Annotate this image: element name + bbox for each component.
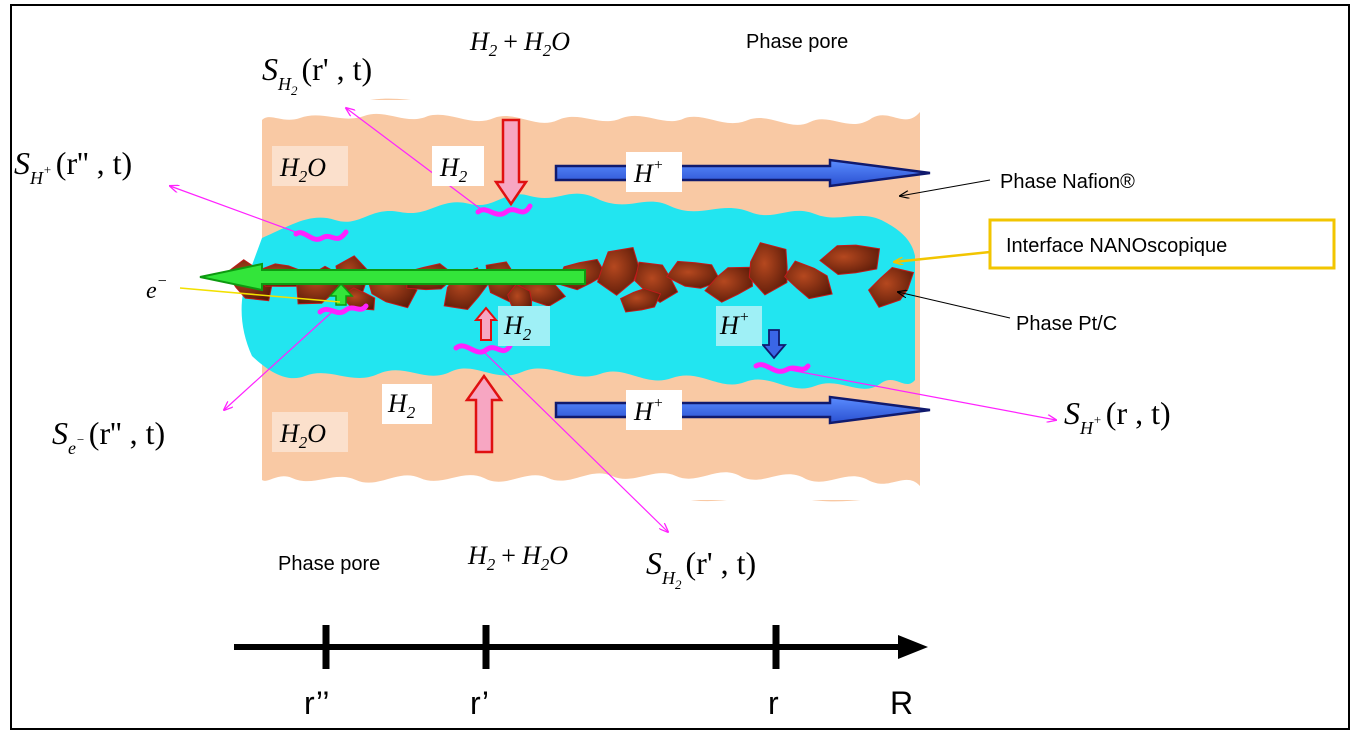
- electron-up-arrow: [328, 282, 354, 306]
- leader-sh2-bottom: [483, 351, 668, 532]
- label-h2o-top: H2O: [279, 153, 326, 186]
- site-h2-rprime: [475, 203, 533, 217]
- h2-arrow-bottom: [464, 373, 504, 454]
- ptc-particle: [665, 260, 722, 289]
- label-electron: e−: [146, 273, 167, 304]
- leader-shplus-r: [789, 369, 1056, 420]
- label-ptc: Phase Pt/C: [1016, 313, 1117, 335]
- ptc-particle: [819, 244, 881, 276]
- pointer-nafion: [900, 179, 991, 196]
- hplus-box-mid: [716, 306, 762, 346]
- h2o-box-bottom: [272, 412, 348, 452]
- site-hplus-rdouble: [293, 229, 349, 242]
- label-hplus-mid: H+: [719, 309, 750, 340]
- label-hplus-bottom: H+: [633, 395, 664, 426]
- leader-se: [224, 311, 333, 410]
- label-h2-mid: H2: [503, 311, 532, 344]
- site-e-rdouble: [317, 303, 369, 316]
- pointer-electron: [179, 287, 341, 303]
- label-h2-bottom: H2: [387, 389, 416, 422]
- leader-sh2-top: [346, 108, 483, 211]
- label-h2o-bottom: H2O: [279, 419, 326, 452]
- site-h2-rprime-bottom: [453, 343, 513, 355]
- label-interface: Interface NANOscopique: [1006, 235, 1227, 257]
- position-axis: r’’ r’ r R: [234, 625, 928, 721]
- axis-label-rdouble: r’’: [304, 685, 329, 721]
- reaction-sites: [293, 203, 811, 374]
- label-nafion: Phase Nafion®: [1000, 171, 1135, 193]
- label-pore-top: Phase pore: [746, 31, 848, 53]
- h2-arrow-small: [473, 306, 499, 341]
- site-hplus-r: [753, 362, 811, 374]
- term-sh2-bottom: SH2(r' , t): [646, 545, 756, 592]
- h2-box-top: [432, 146, 484, 186]
- term-se-rdouble: Se−(r'' , t): [52, 415, 165, 458]
- leader-shplus-rdouble: [170, 186, 313, 239]
- pore-edge-bottom: [262, 472, 920, 500]
- feed-bottom: H2+H2O: [467, 541, 568, 574]
- axis-arrowhead: [898, 635, 928, 659]
- pointer-interface: [894, 250, 991, 262]
- axis-label-R: R: [890, 685, 913, 721]
- h2-arrow-top: [493, 118, 529, 207]
- h2-box-mid: [498, 306, 550, 346]
- pore-edge-top: [262, 100, 920, 125]
- term-sh2-top: SH2(r' , t): [262, 51, 372, 98]
- pointer-ptc: [898, 292, 1011, 319]
- interface-label-box: [988, 218, 1336, 270]
- proton-down-arrow: [761, 329, 787, 360]
- feed-top: H2+H2O: [469, 27, 570, 60]
- term-shplus-r: SH+(r , t): [1064, 395, 1171, 438]
- label-pore-bottom: Phase pore: [278, 553, 380, 575]
- axis-label-rprime: r’: [470, 685, 489, 721]
- label-hplus-top: H+: [633, 157, 664, 188]
- electron-arrow: [199, 262, 586, 292]
- ptc-particle: [784, 260, 833, 300]
- label-h2-top: H2: [439, 153, 468, 186]
- hplus-box-top: [626, 152, 682, 192]
- leader-lines: [170, 108, 1056, 532]
- axis-label-r: r: [768, 685, 779, 721]
- h2o-box-top: [272, 146, 348, 186]
- h2-box-bottom: [382, 384, 432, 424]
- ptc-particle: [597, 247, 640, 296]
- term-shplus-rdouble: SH+(r'' , t): [14, 145, 132, 188]
- hplus-box-bottom: [626, 390, 682, 430]
- ptc-particle: [619, 288, 662, 313]
